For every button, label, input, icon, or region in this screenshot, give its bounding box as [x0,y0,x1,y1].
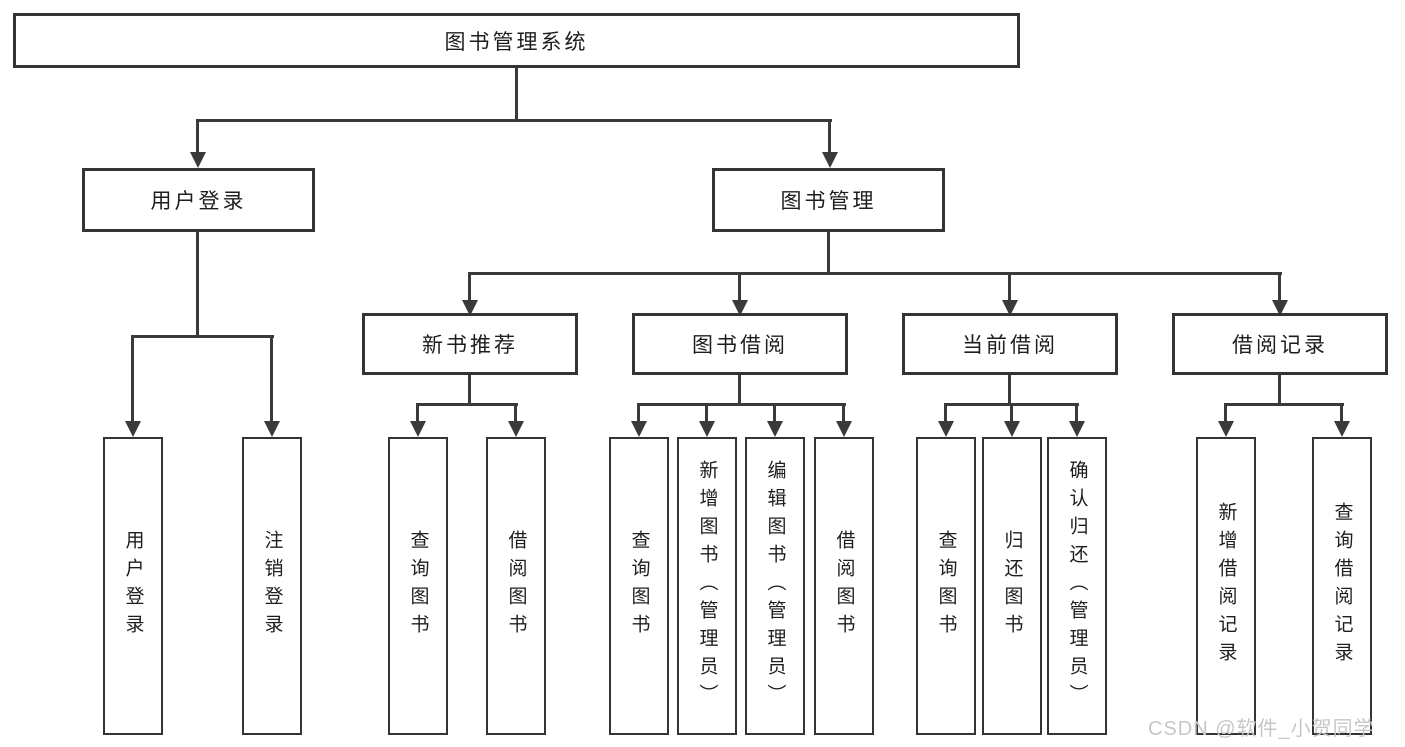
connector-vline [514,403,517,423]
node-book-management: 图书管理 [712,168,945,232]
leaf-query-books-current: 查询图书 [916,437,976,735]
leaf-label: 归还图书 [1001,530,1023,642]
arrow-down-icon [1069,421,1085,437]
leaf-query-borrow-record: 查询借阅记录 [1312,437,1372,735]
node-library-management-system: 图书管理系统 [13,13,1020,68]
connector-vline [416,403,419,423]
connector-vline [196,232,199,338]
arrow-down-icon [410,421,426,437]
leaf-label: 新增图书（管理员） [696,460,718,712]
leaf-label: 查询借阅记录 [1331,502,1353,670]
connector-hline [1225,403,1344,406]
arrow-down-icon [1272,300,1288,316]
leaf-label: 编辑图书（管理员） [764,460,786,712]
arrow-down-icon [699,421,715,437]
connector-vline [270,335,273,423]
node-label: 当前借阅 [962,334,1058,357]
leaf-borrow-books: 借阅图书 [814,437,874,735]
connector-vline [637,403,640,423]
node-label: 借阅记录 [1232,334,1328,357]
arrow-down-icon [1334,421,1350,437]
arrow-down-icon [264,421,280,437]
connector-vline [1340,403,1343,423]
connector-vline [1278,272,1281,302]
leaf-label: 借阅图书 [505,530,527,642]
arrow-down-icon [631,421,647,437]
connector-vline [1008,375,1011,405]
leaf-add-borrow-record: 新增借阅记录 [1196,437,1256,735]
node-label: 新书推荐 [422,334,518,357]
leaf-add-books-admin: 新增图书（管理员） [677,437,737,735]
arrow-down-icon [125,421,141,437]
connector-hline [469,272,1282,275]
connector-vline [1008,272,1011,302]
arrow-down-icon [836,421,852,437]
leaf-label: 查询图书 [628,530,650,642]
arrow-down-icon [1218,421,1234,437]
connector-hline [417,403,518,406]
arrow-down-icon [508,421,524,437]
leaf-label: 查询图书 [935,530,957,642]
node-label: 用户登录 [150,190,247,213]
arrow-down-icon [767,421,783,437]
leaf-edit-books-admin: 编辑图书（管理员） [745,437,805,735]
arrow-down-icon [190,152,206,168]
connector-hline [638,403,846,406]
leaf-label: 注销登录 [261,530,283,642]
leaf-user-login: 用户登录 [103,437,163,735]
connector-vline [828,119,831,155]
connector-vline [1075,403,1078,423]
arrow-down-icon [462,300,478,316]
connector-vline [515,68,518,122]
node-book-borrowing: 图书借阅 [632,313,848,375]
connector-hline [196,119,832,122]
connector-vline [827,232,830,274]
connector-vline [468,375,471,405]
leaf-query-books-borrow: 查询图书 [609,437,669,735]
leaf-confirm-return-admin: 确认归还（管理员） [1047,437,1107,735]
connector-vline [705,403,708,423]
connector-vline [773,403,776,423]
node-user-login: 用户登录 [82,168,315,232]
connector-vline [468,272,471,302]
connector-vline [131,335,134,423]
arrow-down-icon [1004,421,1020,437]
arrow-down-icon [732,300,748,316]
node-new-book-recommendation: 新书推荐 [362,313,578,375]
leaf-return-books: 归还图书 [982,437,1042,735]
leaf-logout: 注销登录 [242,437,302,735]
arrow-down-icon [1002,300,1018,316]
node-current-borrowing: 当前借阅 [902,313,1118,375]
node-borrowing-records: 借阅记录 [1172,313,1388,375]
leaf-label: 查询图书 [407,530,429,642]
leaf-query-books-recommend: 查询图书 [388,437,448,735]
node-label: 图书借阅 [692,334,788,357]
leaf-label: 用户登录 [122,530,144,642]
connector-hline [132,335,274,338]
arrow-down-icon [938,421,954,437]
watermark: CSDN @软件_小贺同学 [1148,718,1375,740]
connector-vline [738,375,741,405]
connector-vline [738,272,741,302]
connector-vline [196,119,199,155]
node-label: 图书管理 [780,190,877,213]
connector-vline [1224,403,1227,423]
leaf-label: 确认归还（管理员） [1066,460,1088,712]
leaf-label: 借阅图书 [833,530,855,642]
arrow-down-icon [822,152,838,168]
diagram-title: 图书管理系统 [444,30,589,54]
connector-vline [1010,403,1013,423]
connector-vline [842,403,845,423]
leaf-label: 新增借阅记录 [1215,502,1237,670]
connector-vline [944,403,947,423]
connector-vline [1278,375,1281,405]
leaf-borrow-books-recommend: 借阅图书 [486,437,546,735]
